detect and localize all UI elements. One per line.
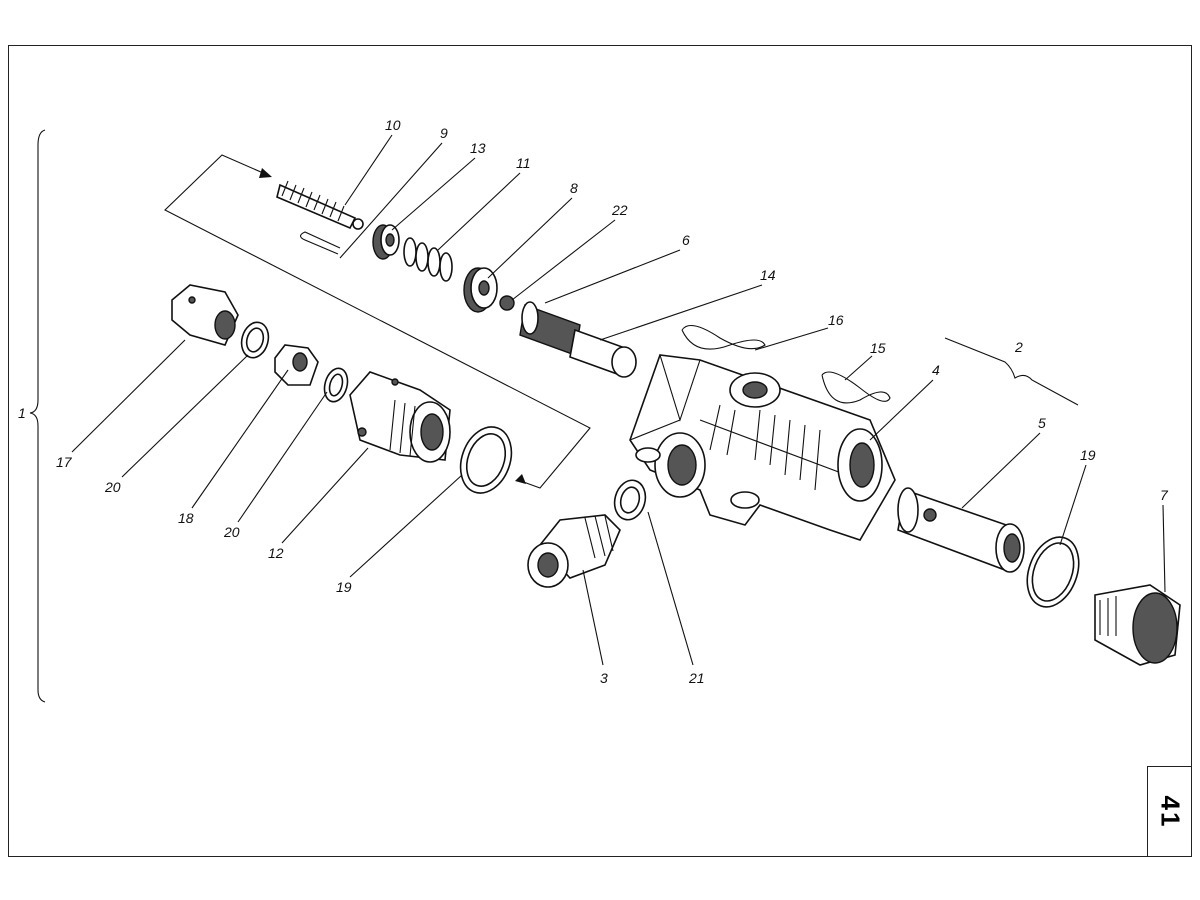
callout-20-middle: 20 bbox=[223, 524, 240, 540]
arrow-head-icon bbox=[515, 474, 526, 484]
callout-10: 10 bbox=[385, 117, 401, 133]
callout-22: 22 bbox=[611, 202, 628, 218]
callout-6: 6 bbox=[682, 232, 690, 248]
callout-9: 9 bbox=[440, 125, 448, 141]
callout-15: 15 bbox=[870, 340, 886, 356]
part-22-ball bbox=[499, 295, 515, 311]
page-frame bbox=[8, 45, 1192, 857]
part-20-washer-middle bbox=[323, 367, 349, 403]
callout-5: 5 bbox=[1038, 415, 1046, 431]
callout-1: 1 bbox=[18, 405, 26, 421]
callout-21: 21 bbox=[688, 670, 705, 686]
callout-11: 11 bbox=[516, 155, 531, 171]
part-11-spring bbox=[403, 237, 453, 282]
part-8-washer bbox=[463, 267, 498, 313]
part-5-sleeve bbox=[897, 487, 1025, 573]
part-12-fitting bbox=[349, 371, 451, 463]
part-3-union bbox=[527, 514, 621, 588]
part-16-spring-clip bbox=[681, 324, 766, 350]
callout-20-left: 20 bbox=[104, 479, 121, 495]
leader-lines bbox=[71, 134, 1166, 666]
part-14-plug bbox=[569, 328, 637, 378]
callout-3: 3 bbox=[600, 670, 608, 686]
part-17-hex-nut bbox=[171, 284, 239, 346]
callout-16: 16 bbox=[828, 312, 844, 328]
page-number: 41 bbox=[1155, 795, 1186, 829]
callout-19-left: 19 bbox=[336, 579, 352, 595]
brace-assembly-1 bbox=[29, 129, 46, 703]
callout-12: 12 bbox=[268, 545, 284, 561]
callout-2: 2 bbox=[1014, 339, 1023, 355]
page-number-box: 41 bbox=[1147, 766, 1192, 857]
part-6-valve-seat bbox=[519, 301, 581, 356]
part-7-plug bbox=[1094, 584, 1181, 666]
part-9-cotter-pin bbox=[299, 231, 341, 255]
callout-labels: 1 2 3 4 5 6 7 8 9 10 11 12 13 14 15 16 1… bbox=[18, 117, 1169, 686]
callout-4: 4 bbox=[932, 362, 940, 378]
part-13-nut bbox=[372, 224, 400, 260]
callout-8: 8 bbox=[570, 180, 578, 196]
callout-18: 18 bbox=[178, 510, 194, 526]
part-4-valve-body bbox=[629, 354, 896, 541]
part-20-washer-left bbox=[240, 321, 270, 359]
part-19-gasket-left bbox=[459, 426, 513, 494]
part-15-spring-clip bbox=[821, 371, 891, 404]
assembly-arrow-path bbox=[164, 154, 591, 489]
callout-13: 13 bbox=[470, 140, 486, 156]
part-18-hex-nut bbox=[274, 344, 319, 386]
part-19-gasket-right bbox=[1026, 536, 1080, 608]
callout-17: 17 bbox=[56, 454, 73, 470]
callout-14: 14 bbox=[760, 267, 776, 283]
callout-19-right: 19 bbox=[1080, 447, 1096, 463]
callout-7: 7 bbox=[1160, 487, 1169, 503]
bracket-assembly-2 bbox=[944, 337, 1079, 406]
arrow-head-icon bbox=[259, 168, 272, 178]
part-10-spring bbox=[276, 180, 364, 230]
part-21-washer bbox=[613, 479, 647, 521]
